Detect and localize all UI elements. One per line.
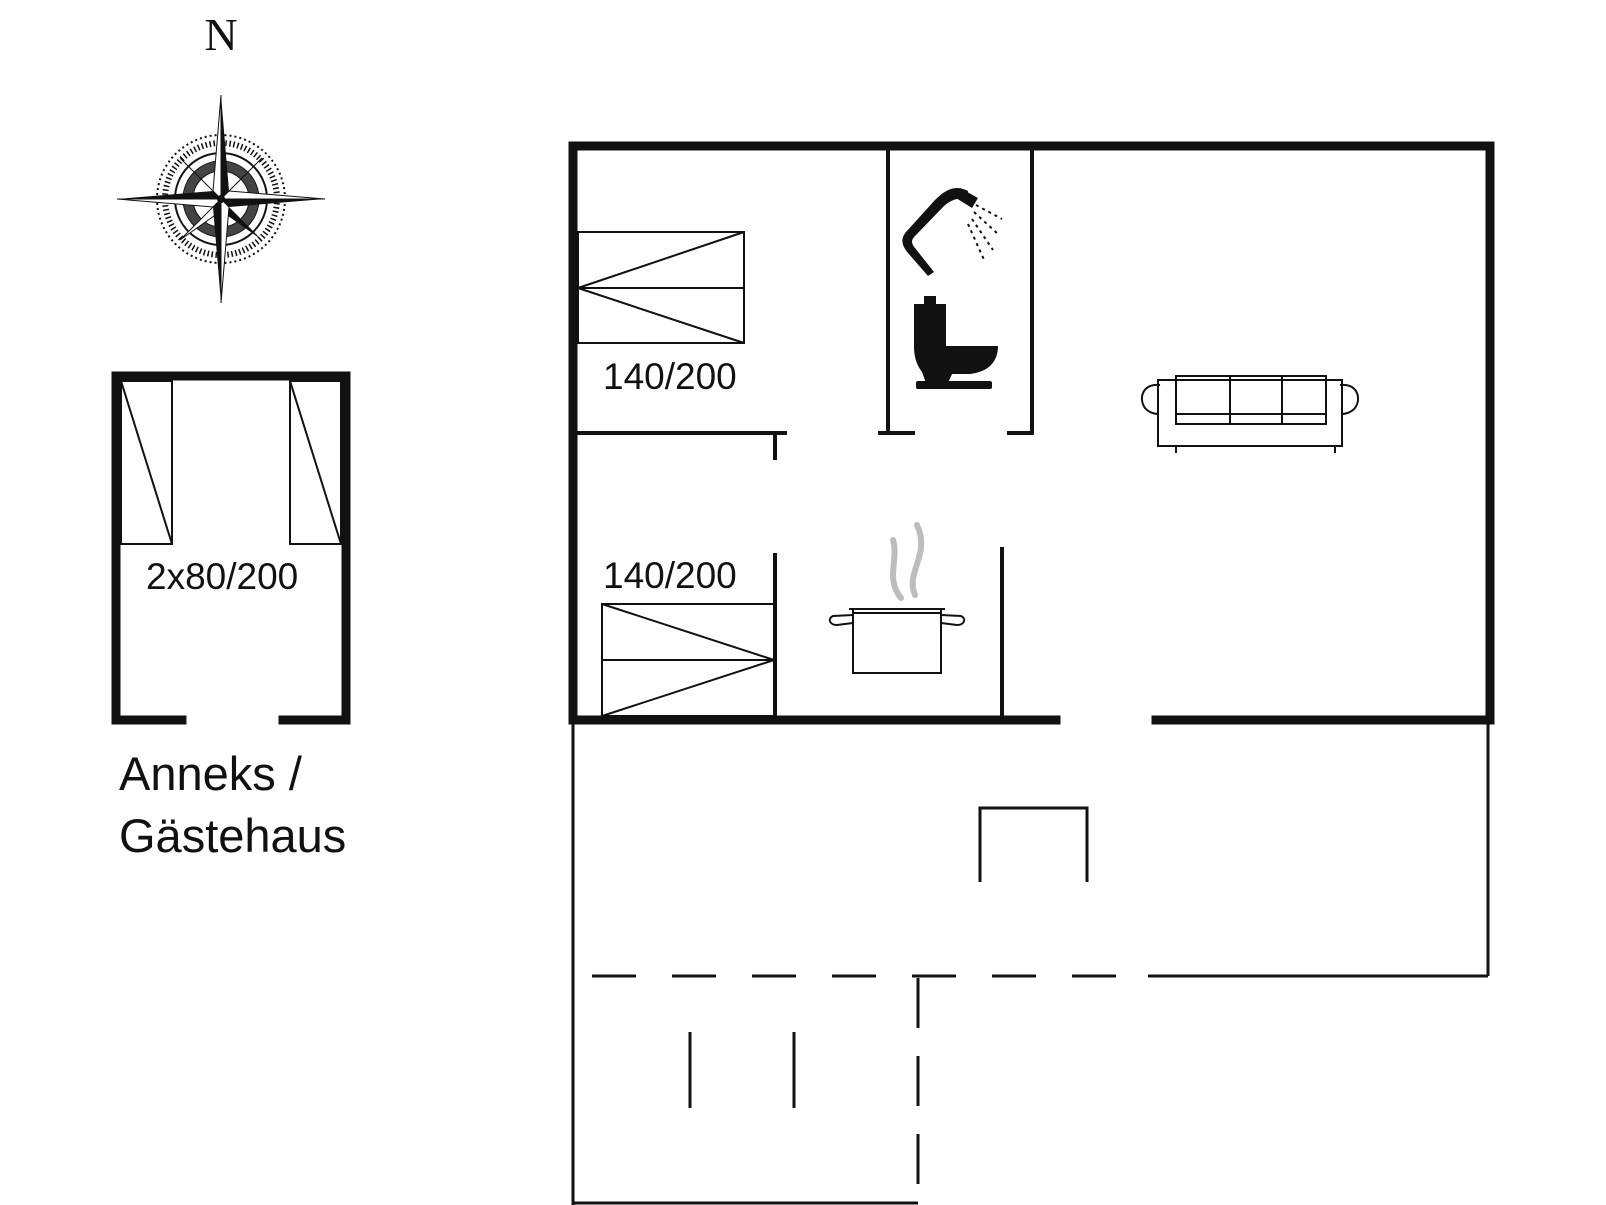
exterior-walls [568,141,1495,725]
sofa-icon [1141,375,1359,453]
bed-bottom [601,603,775,717]
cooking-pot-icon [828,522,966,674]
steps [688,1032,796,1108]
interior-walls [576,148,1034,716]
annex-name-line1: Anneks / [119,747,303,800]
bedroom-top-bed-label: 140/200 [603,356,737,397]
annex-walls [111,371,351,725]
compass-icon [116,94,326,304]
toilet-icon [914,296,998,389]
annex-bed-right [289,380,342,545]
terrace-dashed-line [592,974,1148,1205]
main-house: 140/200 140/200 [568,141,1495,1205]
bed-top [577,231,745,344]
north-label: N [204,9,237,60]
shower-icon [902,187,1003,276]
annex: 2x80/200 Anneks / Gästehaus [111,371,351,862]
annex-bed-label: 2x80/200 [146,556,298,597]
compass-rose: N [116,9,326,304]
bedroom-bottom-bed-label: 140/200 [603,555,737,596]
annex-name-line2: Gästehaus [119,809,346,862]
annex-bed-left [120,380,173,545]
terrace-outline [571,720,1490,1205]
